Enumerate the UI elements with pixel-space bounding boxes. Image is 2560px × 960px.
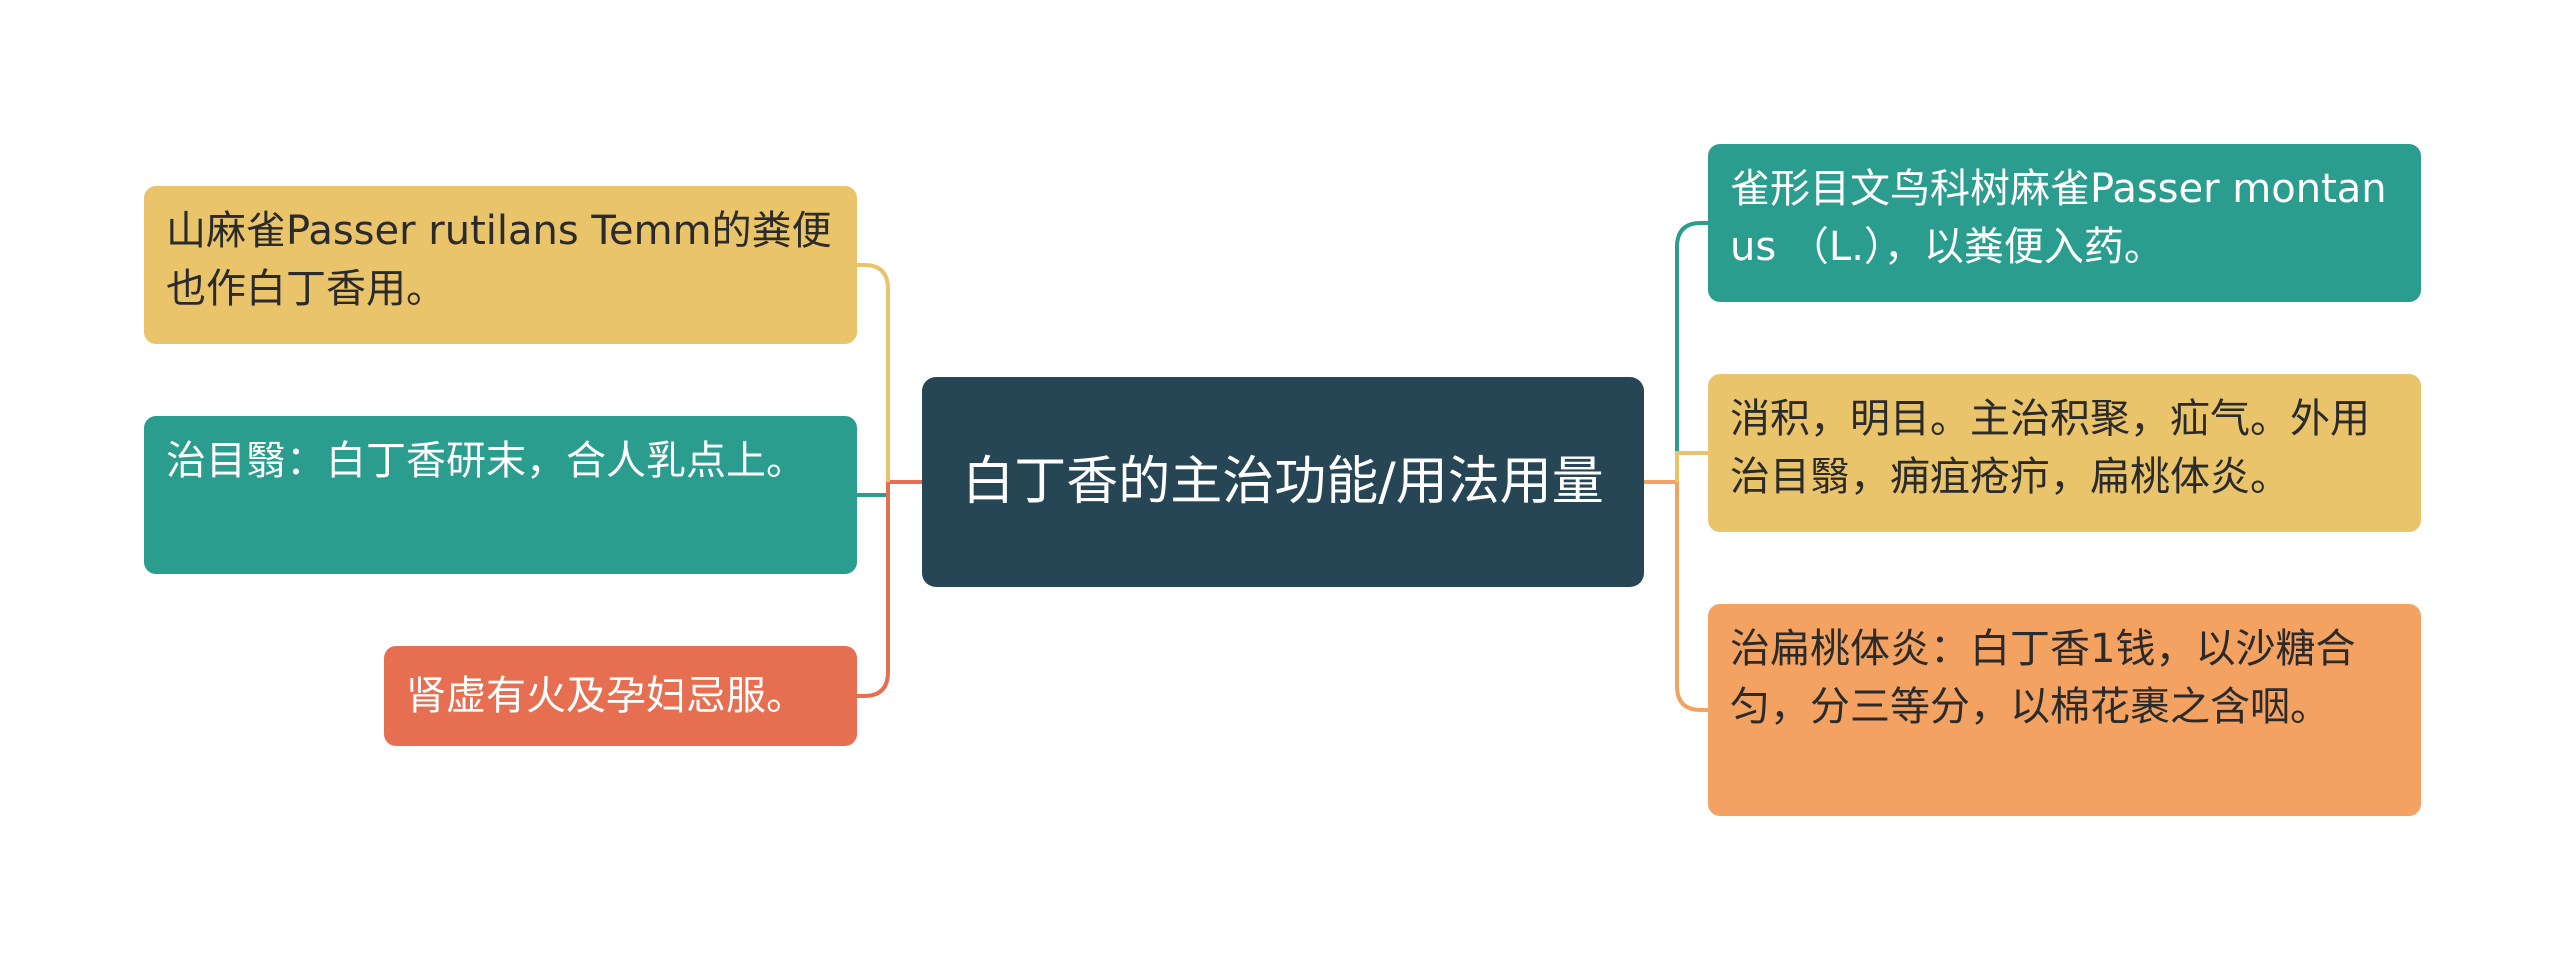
- topic-left-3[interactable]: 肾虚有火及孕妇忌服。: [384, 646, 857, 746]
- topic-right-2[interactable]: 消积，明目。主治积聚，疝气。外用治目翳，痈疽疮疖，扁桃体炎。: [1708, 374, 2421, 532]
- topic-right-2-label: 消积，明目。主治积聚，疝气。外用治目翳，痈疽疮疖，扁桃体炎。: [1730, 396, 2370, 500]
- central-topic[interactable]: 白丁香的主治功能/用法用量: [922, 377, 1644, 587]
- central-topic-label: 白丁香的主治功能/用法用量: [962, 452, 1604, 512]
- topic-left-2[interactable]: 治目翳：白丁香研末，合人乳点上。: [144, 416, 857, 574]
- connector-left-3: [857, 482, 890, 698]
- connector-left-1: [857, 263, 890, 482]
- topic-right-1[interactable]: 雀形目文鸟科树麻雀Passer montanus （L.），以粪便入药。: [1708, 144, 2421, 302]
- connector-right-3: [1675, 482, 1708, 712]
- topic-left-1-label: 山麻雀Passer rutilans Temm的粪便也作白丁香用。: [166, 208, 832, 312]
- topic-left-3-label: 肾虚有火及孕妇忌服。: [406, 673, 806, 719]
- topic-left-1[interactable]: 山麻雀Passer rutilans Temm的粪便也作白丁香用。: [144, 186, 857, 344]
- connector-left-2: [857, 482, 890, 497]
- connector-right-2: [1675, 451, 1708, 482]
- topic-right-1-label: 雀形目文鸟科树麻雀Passer montanus （L.），以粪便入药。: [1730, 166, 2387, 270]
- topic-right-3-label: 治扁桃体炎：白丁香1钱，以沙糖合匀，分三等分，以棉花裹之含咽。: [1730, 626, 2356, 730]
- topic-left-2-label: 治目翳：白丁香研末，合人乳点上。: [166, 438, 806, 484]
- topic-right-3[interactable]: 治扁桃体炎：白丁香1钱，以沙糖合匀，分三等分，以棉花裹之含咽。: [1708, 604, 2421, 816]
- connector-right-1: [1675, 221, 1708, 482]
